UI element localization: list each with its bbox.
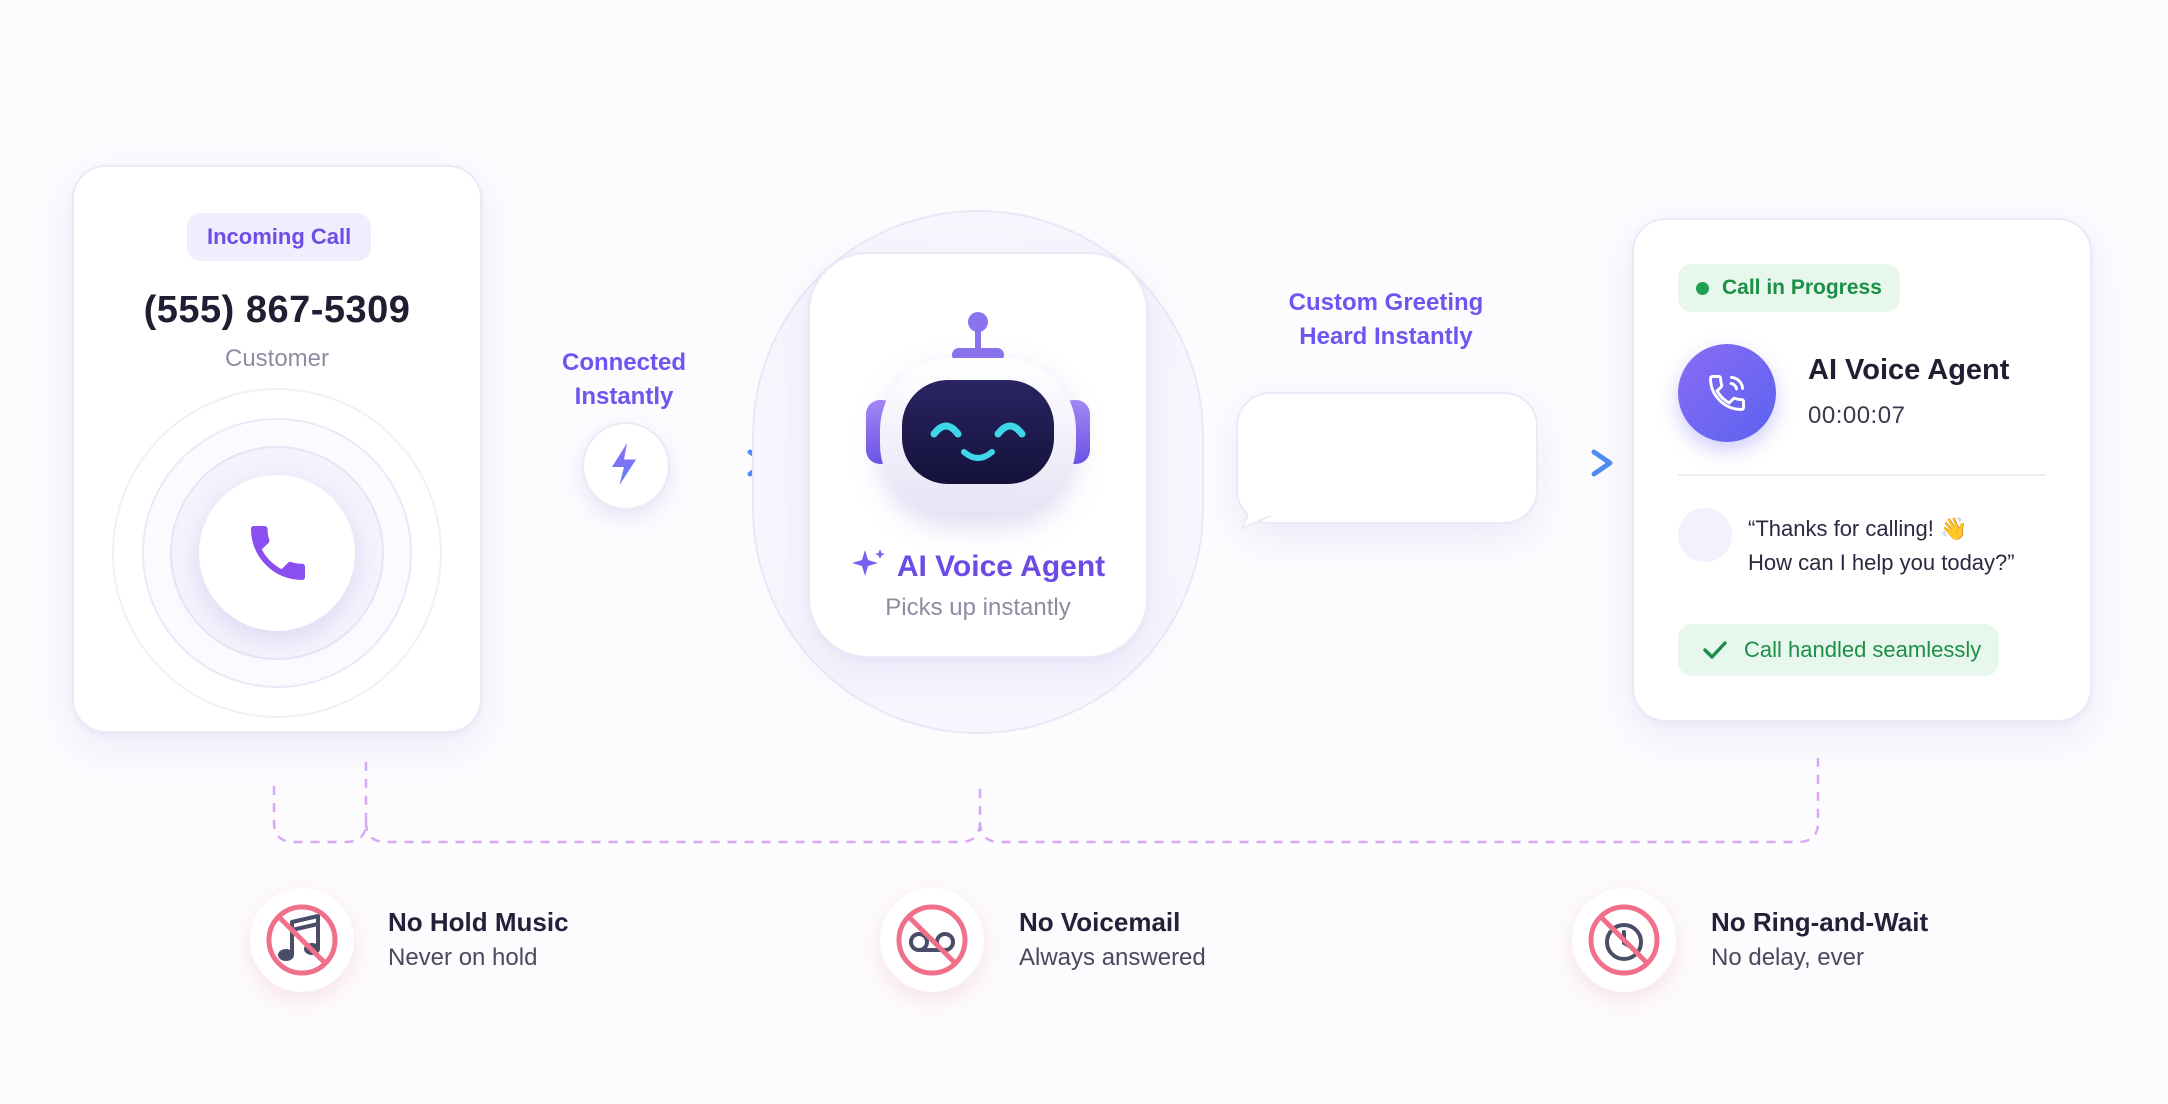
phone-icon[interactable] — [242, 517, 314, 589]
call-in-progress-label: Call in Progress — [1722, 276, 1882, 299]
feature-subtitle-no-voicemail: Always answered — [1019, 944, 1206, 971]
feature-subtitle-no-hold-music: Never on hold — [388, 944, 538, 971]
caller-phone-number: (555) 867-5309 — [143, 289, 411, 331]
feature-title-no-ring-and-wait: No Ring-and-Wait — [1711, 907, 1929, 937]
sound-wave-icon — [1692, 522, 1716, 548]
sparkle-icon — [851, 549, 885, 576]
voicemail-icon — [896, 904, 968, 976]
feature-title-no-hold-music: No Hold Music — [388, 907, 569, 937]
divider — [1678, 474, 2046, 476]
phone-ringing-icon — [1709, 375, 1745, 411]
music-note-icon — [266, 904, 338, 976]
agent-greeting-quote: “Thanks for calling! 👋 How can I help yo… — [1748, 512, 2058, 580]
check-icon — [1703, 641, 1727, 659]
feature-title-no-voicemail: No Voicemail — [1019, 907, 1181, 937]
quote-line-1: “Thanks for calling! 👋 — [1748, 516, 1968, 541]
incoming-call-card: Incoming Call (555) 867-5309 Customer — [72, 165, 482, 733]
robot-icon — [866, 312, 1090, 516]
connector-2-label: Custom Greeting Heard Instantly — [1266, 286, 1506, 354]
call-in-progress-badge: Call in Progress — [1678, 264, 1900, 312]
feature-subtitle-no-ring-and-wait: No delay, ever — [1711, 944, 1864, 971]
voice-wave-graphic — [1240, 423, 1506, 530]
no-hold-music-badge — [250, 888, 354, 992]
no-voicemail-badge — [880, 888, 984, 992]
agent-name: AI Voice Agent — [1808, 354, 2010, 386]
call-handled-label: Call handled seamlessly — [1744, 637, 1982, 662]
clock-icon — [1588, 904, 1660, 976]
connector-2-label-line2: Heard Instantly — [1299, 323, 1473, 350]
connector-1-label: Connected Instantly — [524, 346, 724, 414]
mini-wave-badge — [1678, 508, 1732, 562]
call-timer: 00:00:07 — [1808, 402, 1906, 429]
phone-ring-graphic — [112, 388, 442, 718]
agent-title: AI Voice Agent — [896, 550, 1106, 583]
connector-2-label-line1: Custom Greeting — [1288, 289, 1484, 316]
call-handled-badge: Call handled seamlessly — [1678, 624, 2000, 676]
connector-1-label-line1: Connected — [561, 349, 686, 376]
call-in-progress-card: Call in Progress AI Voice Agent 00:00:07… — [1632, 218, 2092, 722]
connector-1-label-line2: Instantly — [574, 383, 674, 410]
quote-line-2: How can I help you today?” — [1748, 550, 2015, 575]
ai-agent-card: AI Voice Agent Picks up instantly — [808, 252, 1148, 658]
no-ring-and-wait-badge — [1572, 888, 1676, 992]
live-status-dot — [1696, 282, 1709, 295]
caller-label: Customer — [224, 345, 330, 372]
incoming-call-badge: Incoming Call — [187, 213, 372, 261]
agent-avatar — [1678, 344, 1776, 442]
agent-title-row: AI Voice Agent — [810, 548, 1146, 584]
lightning-icon — [612, 443, 636, 485]
agent-subtitle: Picks up instantly — [885, 594, 1071, 621]
